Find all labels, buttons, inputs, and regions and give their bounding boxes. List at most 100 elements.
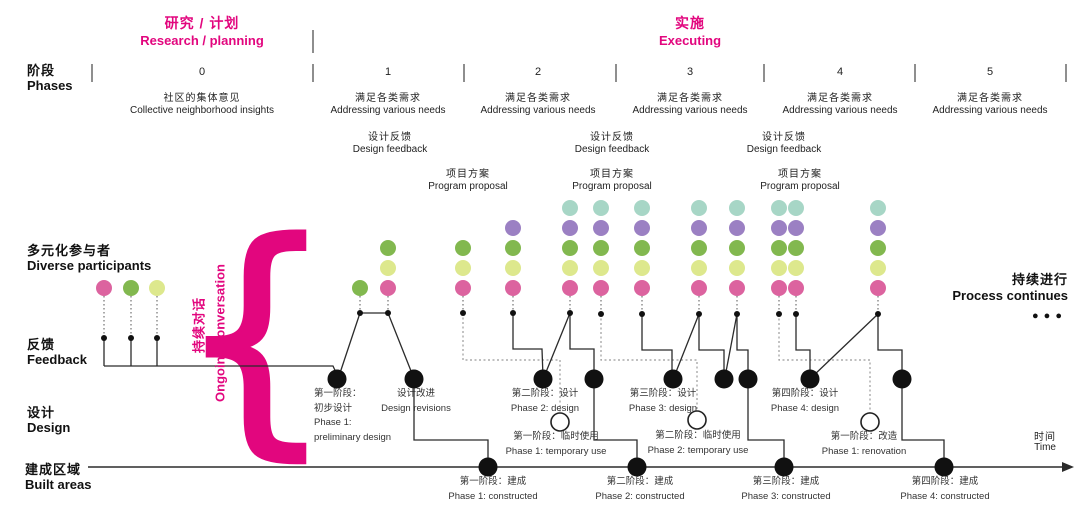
time-label-en: Time [1034, 442, 1056, 453]
design-milestone-dot-0 [327, 369, 347, 389]
phase-5-need-zh: 满足各类需求 [957, 93, 1023, 104]
phase-3-need-zh: 满足各类需求 [657, 93, 723, 104]
design-milestone-dot-7 [800, 369, 820, 389]
built-timeline [88, 457, 1074, 477]
section-executing-en: Executing [658, 33, 722, 48]
design-milestone-label-0-2: Phase 1: [314, 417, 352, 428]
participant-dot-green [352, 280, 368, 296]
design-milestone-dot-5 [714, 369, 734, 389]
design-milestone-label-1-0: 设计改进 [396, 388, 436, 399]
phase-3-need-en: Addressing various needs [632, 105, 748, 116]
participant-dot-pink [562, 280, 578, 296]
timeline-arrowhead [1062, 462, 1074, 472]
temporary-use-label-2-0: 第一阶段：改造 [830, 431, 898, 442]
participant-dot-green [729, 240, 745, 256]
participant-dot-yellowgreen [380, 260, 396, 276]
participant-dot-pink [788, 280, 804, 296]
built-milestone-dot-3 [934, 457, 954, 477]
participant-dot-teal [870, 200, 886, 216]
feedback-label-zh: 反馈 [27, 337, 56, 352]
participant-dot-yellowgreen [788, 260, 804, 276]
feedback-connectors [103, 312, 945, 466]
design-milestone-dot-1 [404, 369, 424, 389]
section-executing-zh: 实施 [675, 15, 705, 31]
built-label-en-3: Phase 4: constructed [900, 491, 990, 502]
participant-dot-purple [788, 220, 804, 236]
participant-dot-purple [593, 220, 609, 236]
design-feedback-zh-1: 设计反馈 [590, 132, 634, 143]
design-milestone-label-2-0: 第二阶段：设计 [511, 388, 579, 399]
design-milestone-label-7-1: Phase 4: design [770, 402, 840, 414]
built-milestone-dot-1 [627, 457, 647, 477]
built-label-en-1: Phase 2: constructed [595, 491, 685, 502]
participant-dot-teal [691, 200, 707, 216]
phase-1-need-en: Addressing various needs [330, 105, 446, 116]
participant-dot-pink [691, 280, 707, 296]
temporary-use-label-0-0: 第一阶段：临时使用 [513, 431, 599, 442]
process-continues-en: Process continues [952, 288, 1068, 303]
phase-4-need-en: Addressing various needs [782, 105, 898, 116]
section-research-planning-en: Research / planning [140, 33, 264, 48]
temporary-use-markers [550, 410, 880, 432]
ongoing-conversation-en: Ongoing conversation [212, 264, 228, 402]
design-feedback-zh-0: 设计反馈 [368, 132, 412, 143]
built-label-en-0: Phase 1: constructed [448, 491, 538, 502]
process-continues-zh: 持续进行 [1011, 272, 1068, 287]
participant-dot-pink [729, 280, 745, 296]
participant-dot-pink [593, 280, 609, 296]
ongoing-conversation-zh: 持续对话 [191, 296, 207, 354]
design-milestone-label-0-0: 第一阶段： [314, 388, 362, 399]
phase-number-1: 1 [384, 66, 392, 78]
phase-2-need-en: Addressing various needs [480, 105, 596, 116]
phase-number-2: 2 [534, 66, 542, 78]
participant-dot-green [788, 240, 804, 256]
built-label-zh-1: 第二阶段：建成 [606, 476, 674, 487]
participant-dot-green [593, 240, 609, 256]
design-milestone-dot-2 [533, 369, 553, 389]
program-proposal-en-2: Program proposal [760, 181, 840, 192]
participant-dot-purple [505, 220, 521, 236]
participant-dot-green [634, 240, 650, 256]
participant-dot-yellowgreen [729, 260, 745, 276]
phase-0-need-zh: 社区的集体意见 [163, 93, 241, 104]
feedback-label-en: Feedback [27, 352, 87, 367]
design-milestone-label-0-1: 初步设计 [314, 402, 353, 414]
temporary-use-connectors [462, 313, 871, 413]
design-feedback-en-1: Design feedback [574, 144, 650, 155]
phase-0-need-en: Collective neighborhood insights [130, 105, 274, 116]
participant-dot-pink [96, 280, 112, 296]
participant-dot-purple [634, 220, 650, 236]
design-label-zh: 设计 [27, 405, 56, 420]
participant-dot-yellowgreen [562, 260, 578, 276]
phase-number-0: 0 [198, 66, 206, 78]
participant-dot-yellowgreen [771, 260, 787, 276]
participant-dot-yellowgreen [634, 260, 650, 276]
design-milestone-label-1-1: Design revisions [381, 402, 451, 414]
phase-number-4: 4 [836, 66, 844, 78]
temporary-use-label-1-0: 第二阶段：临时使用 [655, 430, 741, 441]
participant-dot-yellowgreen [691, 260, 707, 276]
design-feedback-en-0: Design feedback [352, 144, 428, 155]
built-label-zh-3: 第四阶段：建成 [911, 476, 979, 487]
diverse-participants-label-en: Diverse participants [27, 258, 152, 273]
phase-5-need-en: Addressing various needs [932, 105, 1048, 116]
program-proposal-zh-0: 项目方案 [446, 169, 490, 180]
temporary-use-label-2-1: Phase 1: renovation [821, 446, 907, 457]
design-label-en: Design [27, 420, 71, 435]
program-proposal-zh-1: 项目方案 [590, 169, 634, 180]
design-milestone-dot-3 [584, 369, 604, 389]
participant-dot-green [380, 240, 396, 256]
design-milestone-label-2-1: Phase 2: design [510, 402, 580, 414]
phase-2-need-zh: 满足各类需求 [505, 93, 571, 104]
built-milestone-dot-0 [478, 457, 498, 477]
phase-number-3: 3 [686, 66, 694, 78]
temporary-use-circle-0 [550, 412, 570, 432]
design-feedback-en-2: Design feedback [746, 144, 822, 155]
process-continues-ellipsis: ● ● ● [1031, 310, 1063, 322]
design-milestone-dot-6 [738, 369, 758, 389]
design-milestone-label-4-1: Phase 3: design [628, 402, 698, 414]
phase-number-5: 5 [986, 66, 994, 78]
participant-dot-green [691, 240, 707, 256]
